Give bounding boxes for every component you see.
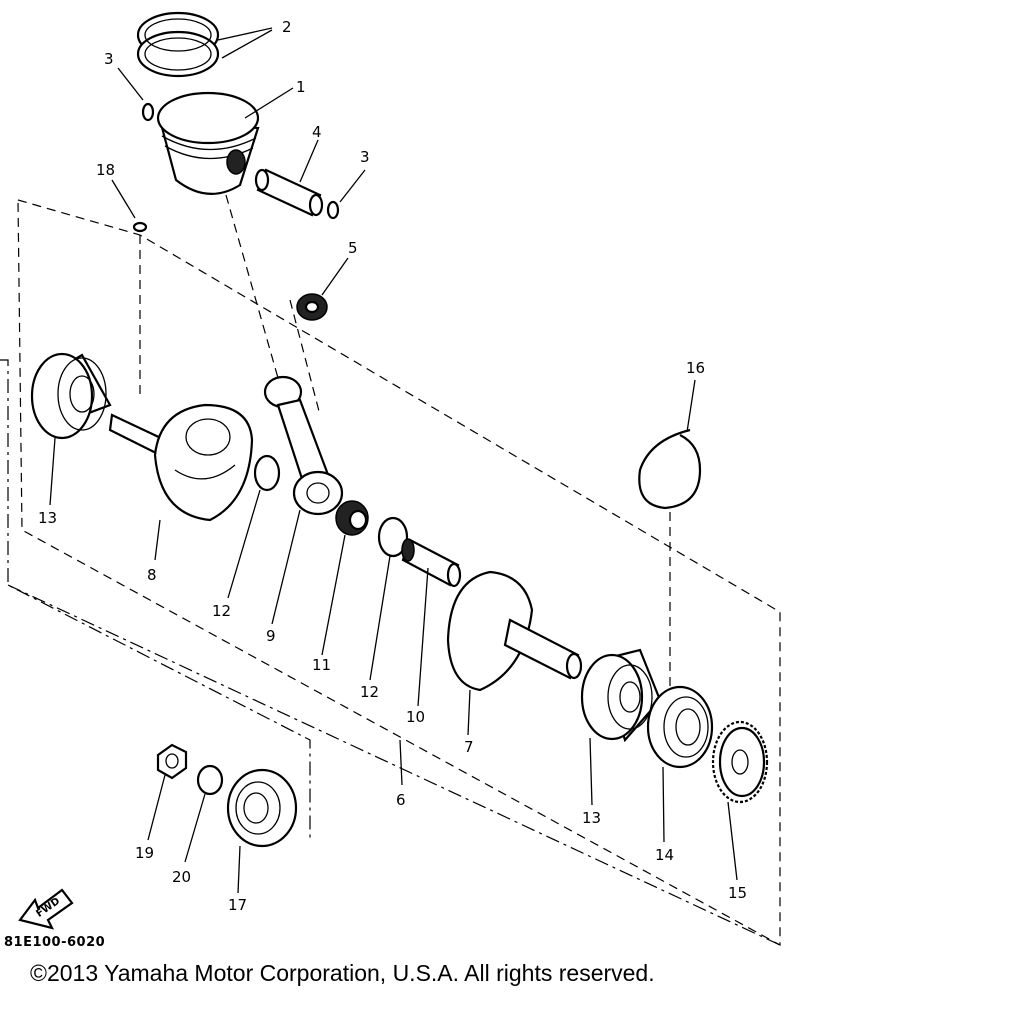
nut-part [156,743,188,780]
callout-label: 9 [266,627,276,645]
exploded-parts-diagram: FWD 2 1 3 3 4 5 18 16 13 [0,11,781,947]
callout-label: 12 [360,683,379,701]
callout-label: 1 [296,78,306,96]
piston-part [156,91,260,195]
washer-left-part [253,454,281,492]
piston-ring-part [136,11,220,78]
callout-label: 6 [396,791,406,809]
woodruff-key-part [132,221,148,233]
small-end-bearing-part [296,293,328,321]
callout-label: 8 [147,566,157,584]
callout-label: 18 [96,161,115,179]
circlip-part [326,200,340,220]
lock-washer-part [196,764,224,796]
oil-seal-left-part [226,768,298,848]
crank-assembly-dash-line [0,359,311,838]
big-end-bearing-part [335,500,369,536]
callout-label: 10 [406,708,425,726]
bearing-guide-line [289,299,321,416]
rod-guide-line [225,194,281,386]
crankshaft-assembly-outline [17,199,781,947]
callout-label: 4 [312,123,322,141]
callout-label: 11 [312,656,331,674]
crank-left-part [108,403,254,522]
connecting-rod-part [263,375,344,516]
callout-label: 13 [582,809,601,827]
washer-right-part [377,516,409,558]
callout-label: 20 [172,868,191,886]
leader-lines [49,27,738,894]
callout-label: 3 [104,50,114,68]
callout-label: 12 [212,602,231,620]
copyright-notice: ©2013 Yamaha Motor Corporation, U.S.A. A… [30,960,655,986]
bearing-right-part [580,648,662,743]
circlip-large-part [638,428,702,510]
bearing-left-part [30,352,112,440]
crank-pin-part [401,538,462,588]
callout-labels: 2 1 3 3 4 5 18 16 13 8 12 9 11 12 10 7 6… [38,18,747,914]
oil-seal-right-part [646,685,714,769]
callout-label: 15 [728,884,747,902]
fwd-arrow-icon: FWD [18,888,74,930]
lower-dash-line [7,584,781,946]
callout-label: 19 [135,844,154,862]
diagram-code: 81E100-6020 [4,935,106,950]
callout-label: 16 [686,359,705,377]
callout-label: 2 [282,18,292,36]
callout-label: 14 [655,846,674,864]
callout-label: 13 [38,509,57,527]
circlip-part [141,102,155,122]
gear-part [711,720,769,804]
piston-pin-part [254,168,324,217]
crank-right-part [446,570,583,692]
callout-label: 7 [464,738,474,756]
callout-label: 17 [228,896,247,914]
callout-label: 5 [348,239,358,257]
callout-label: 3 [360,148,370,166]
